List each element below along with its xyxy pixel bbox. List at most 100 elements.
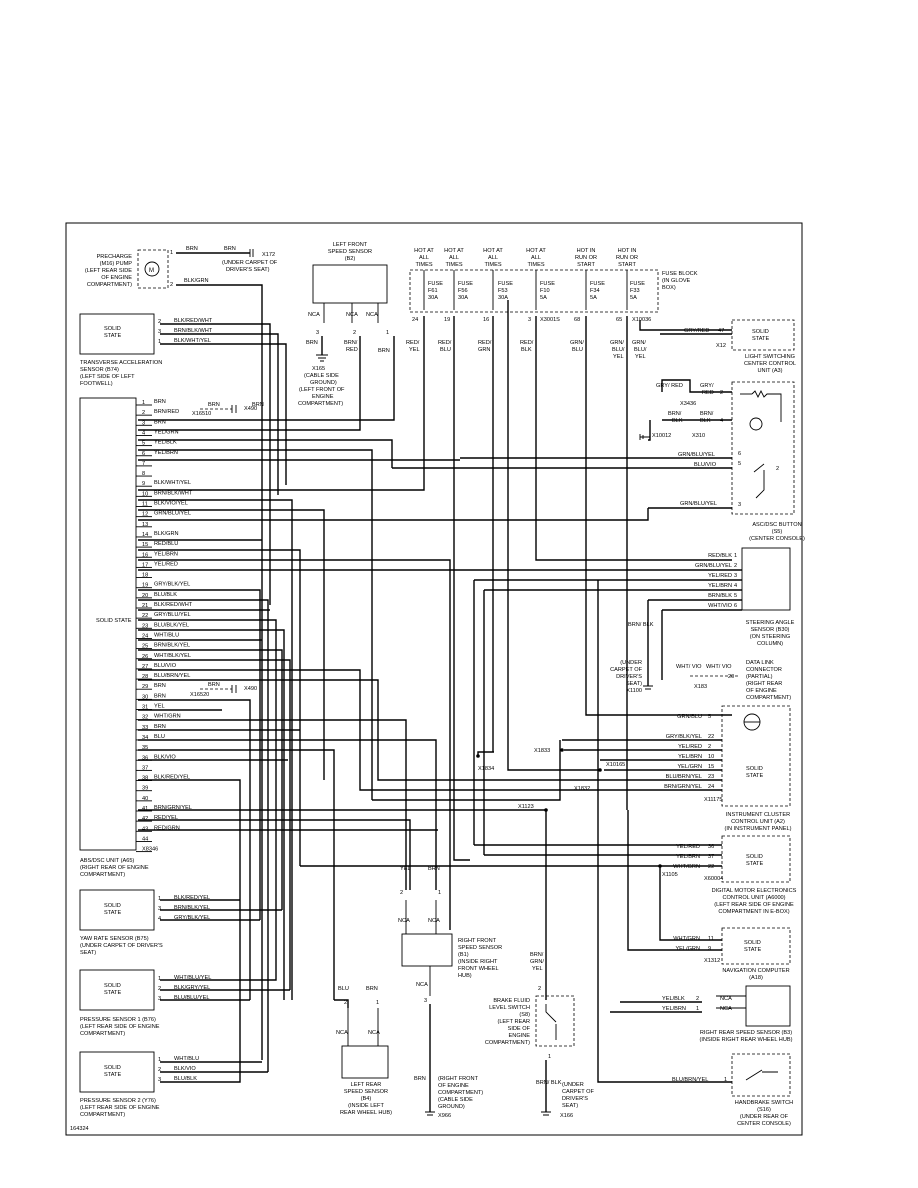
svg-text:NCA: NCA [308, 312, 320, 318]
svg-text:1: 1 [158, 896, 161, 902]
svg-text:NCA: NCA [428, 918, 440, 924]
svg-text:22: 22 [708, 734, 714, 740]
svg-text:STATE: STATE [752, 336, 769, 342]
svg-text:YEL/BRN: YEL/BRN [662, 1006, 686, 1012]
svg-text:ASC/DSC BUTTON: ASC/DSC BUTTON [752, 522, 801, 528]
svg-text:COMPARTMENT): COMPARTMENT) [80, 1112, 125, 1118]
svg-text:X3001S: X3001S [540, 317, 560, 323]
abs-pin-wire-color: YEL/GRN [154, 429, 179, 435]
svg-text:ALL: ALL [531, 255, 541, 261]
abs-pin-wire-color: YEL/BLK [154, 440, 177, 446]
abs-pin-number: 12 [142, 512, 148, 518]
abs-pin-wire-color: BRN [154, 724, 166, 730]
svg-text:X165: X165 [312, 366, 325, 372]
abs-pin-wire-color: BLK/RED/WHT [154, 602, 193, 608]
svg-text:2: 2 [720, 390, 723, 396]
svg-text:(UNDER REAR OF: (UNDER REAR OF [740, 1114, 789, 1120]
figure-id: 164324 [70, 1126, 89, 1132]
svg-text:4: 4 [734, 583, 737, 589]
svg-text:(B1): (B1) [458, 952, 469, 958]
svg-text:BRN/GRN/YEL: BRN/GRN/YEL [664, 784, 702, 790]
svg-text:(LEFT FRONT OF: (LEFT FRONT OF [299, 387, 345, 393]
svg-text:X1312: X1312 [704, 958, 720, 964]
svg-text:LEFT REAR: LEFT REAR [351, 1082, 382, 1088]
svg-text:1: 1 [386, 330, 389, 336]
abs-pin-number: 42 [142, 816, 148, 822]
svg-text:BLK/WHT/YEL: BLK/WHT/YEL [174, 338, 211, 344]
svg-text:(RIGHT REAR OF ENGINE: (RIGHT REAR OF ENGINE [80, 865, 149, 871]
svg-text:GRY/ RED: GRY/ RED [656, 383, 683, 389]
svg-text:YAW RATE SENSOR (B75): YAW RATE SENSOR (B75) [80, 936, 149, 942]
svg-text:BRN/BLK/YEL: BRN/BLK/YEL [174, 905, 210, 911]
svg-text:GRY/: GRY/ [700, 383, 714, 389]
svg-text:BLU/BLU/YEL: BLU/BLU/YEL [174, 995, 209, 1001]
svg-text:(M16) PUMP: (M16) PUMP [100, 261, 133, 267]
svg-text:4: 4 [720, 418, 723, 424]
svg-text:YEL/RED: YEL/RED [678, 744, 702, 750]
abs-pin-number: 21 [142, 603, 148, 609]
svg-text:BLU: BLU [572, 347, 583, 353]
svg-text:BRN: BRN [208, 682, 220, 688]
svg-text:ALL: ALL [449, 255, 459, 261]
svg-text:STEERING ANGLE: STEERING ANGLE [746, 620, 795, 626]
svg-text:37: 37 [708, 854, 714, 860]
abs-pin-wire-color: BLU/BRN/YEL [154, 673, 190, 679]
abs-pin-wire-color: BLK/RED/YEL [154, 775, 190, 781]
handbrake-switch: BLU/BRN/YEL 1 HANDBRAKE SWITCH (S16) (UN… [672, 1053, 793, 1127]
abs-pin-number: 23 [142, 623, 148, 629]
svg-text:(ON STEERING: (ON STEERING [750, 634, 790, 640]
abs-pin-wire-color: BLU [154, 734, 165, 740]
svg-text:UNIT (A3): UNIT (A3) [757, 368, 782, 374]
abs-pin-number: 41 [142, 806, 148, 812]
svg-text:1: 1 [438, 890, 441, 896]
svg-text:BLU/BLK: BLU/BLK [174, 1076, 197, 1082]
abs-pin-wire-color: BLU/BLK [154, 592, 177, 598]
abs-pin-wire-color: YEL/BRN [154, 450, 178, 456]
svg-text:SPEED SENSOR: SPEED SENSOR [328, 249, 372, 255]
svg-text:YEL: YEL [400, 866, 411, 872]
svg-text:(IN INSTRUMENT PANEL): (IN INSTRUMENT PANEL) [725, 826, 792, 832]
svg-text:NCA: NCA [398, 918, 410, 924]
svg-text:DATA LINK: DATA LINK [746, 660, 774, 666]
svg-text:1: 1 [734, 553, 737, 559]
svg-text:BOX): BOX) [662, 285, 676, 291]
svg-text:START: START [618, 262, 636, 268]
svg-text:BRN/: BRN/ [530, 952, 544, 958]
svg-text:GRN/: GRN/ [632, 340, 646, 346]
abs-pin-number: 17 [142, 562, 148, 568]
svg-text:5: 5 [734, 593, 737, 599]
svg-text:24: 24 [412, 317, 418, 323]
svg-text:19: 19 [444, 317, 450, 323]
svg-text:(UNDER: (UNDER [620, 660, 642, 666]
svg-text:GRN/BLU/YEL: GRN/BLU/YEL [695, 563, 732, 569]
brake-fluid-level-switch: BRN/GRN/YEL 2 1 BRAKE FLUID LEVEL SWITCH… [485, 952, 575, 1060]
svg-text:F10: F10 [540, 288, 550, 294]
steering-angle-sensor: RED/BLK GRN/BLU/YEL YEL/RED YEL/BRN BRN/… [695, 547, 795, 647]
svg-text:11: 11 [708, 936, 714, 942]
abs-pin-wire-color: BLK/VIO/YEL [154, 501, 188, 507]
svg-text:BRN: BRN [414, 1076, 426, 1082]
svg-text:PRECHARGE: PRECHARGE [97, 254, 133, 260]
svg-text:NCA: NCA [368, 1030, 380, 1036]
svg-text:X10012: X10012 [652, 433, 671, 439]
svg-text:(IN GLOVE: (IN GLOVE [662, 278, 691, 284]
svg-text:NCA: NCA [720, 1006, 732, 1012]
svg-text:CONNECTOR: CONNECTOR [746, 667, 782, 673]
svg-text:FRONT WHEEL: FRONT WHEEL [458, 966, 499, 972]
svg-text:30A: 30A [458, 295, 468, 301]
abs-pin-wire-color: BLU/BLK/YEL [154, 622, 189, 628]
svg-text:STATE: STATE [104, 1072, 121, 1078]
svg-text:SENSOR (B30): SENSOR (B30) [751, 627, 790, 633]
svg-text:NCA: NCA [720, 996, 732, 1002]
abs-pin-wire-color: BLK/GRN [154, 531, 179, 537]
abs-pin-number: X8346 [142, 847, 158, 853]
abs-pin-number: 2 [142, 410, 145, 416]
abs-pin-number: 29 [142, 684, 148, 690]
svg-text:22: 22 [708, 864, 714, 870]
abs-pin-number: 10 [142, 491, 148, 497]
svg-text:GRN/: GRN/ [610, 340, 624, 346]
svg-text:X60004: X60004 [704, 876, 723, 882]
svg-text:YEL/RED: YEL/RED [676, 844, 700, 850]
svg-text:ENGINE: ENGINE [509, 1033, 531, 1039]
